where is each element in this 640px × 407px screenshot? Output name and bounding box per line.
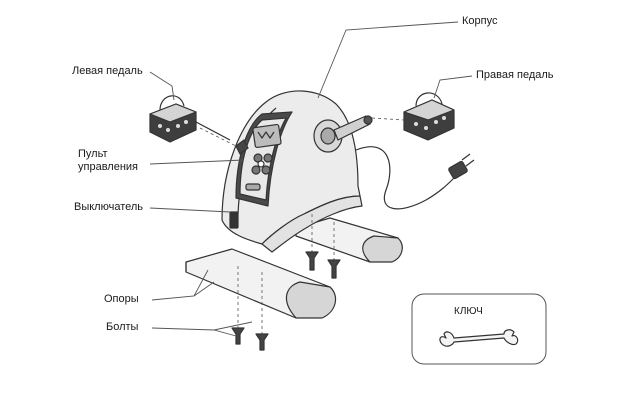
wrench-icon (439, 329, 519, 347)
leader-bolts (151, 321, 253, 337)
front-support-foot (185, 248, 337, 319)
label-supports: Опоры (104, 293, 139, 305)
power-switch-drawing (229, 211, 239, 229)
control-panel-drawing (235, 111, 293, 207)
label-right-pedal: Правая педаль (476, 69, 554, 81)
power-cord (355, 146, 475, 210)
leader-control-panel (149, 159, 245, 165)
label-housing: Корпус (462, 15, 498, 27)
crank-hub (313, 115, 373, 153)
label-control-panel-line2: управления (78, 161, 138, 173)
leader-housing (317, 21, 459, 99)
left-pedal-drawing (149, 95, 237, 147)
leader-supports (151, 269, 215, 301)
bolts-drawing (231, 214, 341, 351)
rear-support-foot (295, 217, 403, 263)
label-control-panel-line1: Пульт (78, 148, 108, 160)
right-pedal-drawing (371, 92, 455, 141)
label-bolts: Болты (106, 321, 139, 333)
label-left-pedal: Левая педаль (72, 65, 143, 77)
leader-switch (149, 207, 231, 213)
label-switch: Выключатель (74, 201, 144, 213)
leader-right-pedal (433, 75, 473, 99)
label-key: КЛЮЧ (454, 306, 483, 317)
left-crank-stub (235, 139, 249, 155)
leader-left-pedal (149, 71, 175, 101)
